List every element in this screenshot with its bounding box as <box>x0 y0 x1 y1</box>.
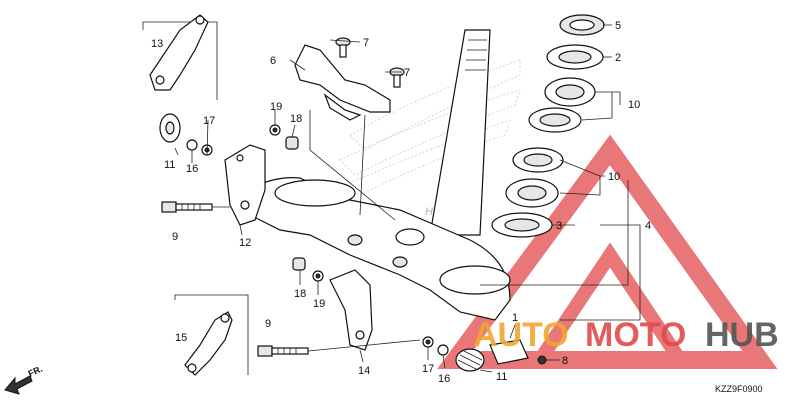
honda-wing-logo: HONDA <box>339 59 521 218</box>
fasteners-upper <box>159 113 299 156</box>
watermark-hub: HUB <box>705 316 779 354</box>
watermark-logo <box>437 134 778 369</box>
part-15-bracket-box <box>174 294 249 376</box>
watermark-wordmark: AUTO MOTO HUB <box>473 316 779 354</box>
bottom-bridge <box>239 177 511 321</box>
callout-5: 5 <box>615 20 621 32</box>
part-9-bolt-upper <box>161 201 213 213</box>
callout-17-lower: 17 <box>422 363 434 375</box>
callout-4: 4 <box>645 220 651 232</box>
fasteners-lower <box>292 257 547 372</box>
watermark-auto: AUTO <box>473 316 569 354</box>
callout-15: 15 <box>175 332 187 344</box>
callout-13: 13 <box>151 38 163 50</box>
callout-11-lower: 11 <box>496 371 507 383</box>
leader-lines <box>174 24 641 373</box>
bearing-stack <box>491 14 605 238</box>
callout-9-lower: 9 <box>265 318 271 330</box>
callout-2: 2 <box>615 52 621 64</box>
front-arrow: FR. <box>4 364 44 395</box>
callout-7-right: 7 <box>404 67 410 79</box>
callout-16-lower: 16 <box>438 373 450 385</box>
callout-1: 1 <box>512 312 518 324</box>
callout-19-upper: 19 <box>270 101 282 113</box>
callout-12: 12 <box>239 237 251 249</box>
diagram-code: KZZ9F0900 <box>715 384 763 394</box>
callout-6: 6 <box>270 55 276 67</box>
callout-8: 8 <box>562 355 568 367</box>
callout-19-lower: 19 <box>313 298 325 310</box>
part-7-screws <box>335 37 405 88</box>
callout-11-upper: 11 <box>164 159 175 171</box>
callout-14: 14 <box>358 365 370 377</box>
callout-10-lower: 10 <box>608 171 620 183</box>
part-13-bracket-box <box>142 14 218 100</box>
part-12-bracket <box>224 144 266 226</box>
callout-7-left: 7 <box>363 37 369 49</box>
part-6-cable-guide <box>294 44 391 121</box>
front-label: FR. <box>27 364 44 379</box>
callout-18-lower: 18 <box>294 288 306 300</box>
callout-labels: 5 2 10 10 3 4 6 7 7 13 11 16 17 19 18 9 … <box>151 20 651 385</box>
callout-3: 3 <box>556 220 562 232</box>
callout-9-upper: 9 <box>172 231 178 243</box>
callout-17-upper: 17 <box>203 115 215 127</box>
callout-10-upper: 10 <box>628 99 640 111</box>
steering-stem <box>429 29 491 236</box>
callout-16-upper: 16 <box>186 163 198 175</box>
part-14-bracket <box>329 269 373 351</box>
callout-18-upper: 18 <box>290 113 302 125</box>
watermark-moto: MOTO <box>585 316 686 354</box>
part-9-bolt-lower <box>257 345 309 357</box>
